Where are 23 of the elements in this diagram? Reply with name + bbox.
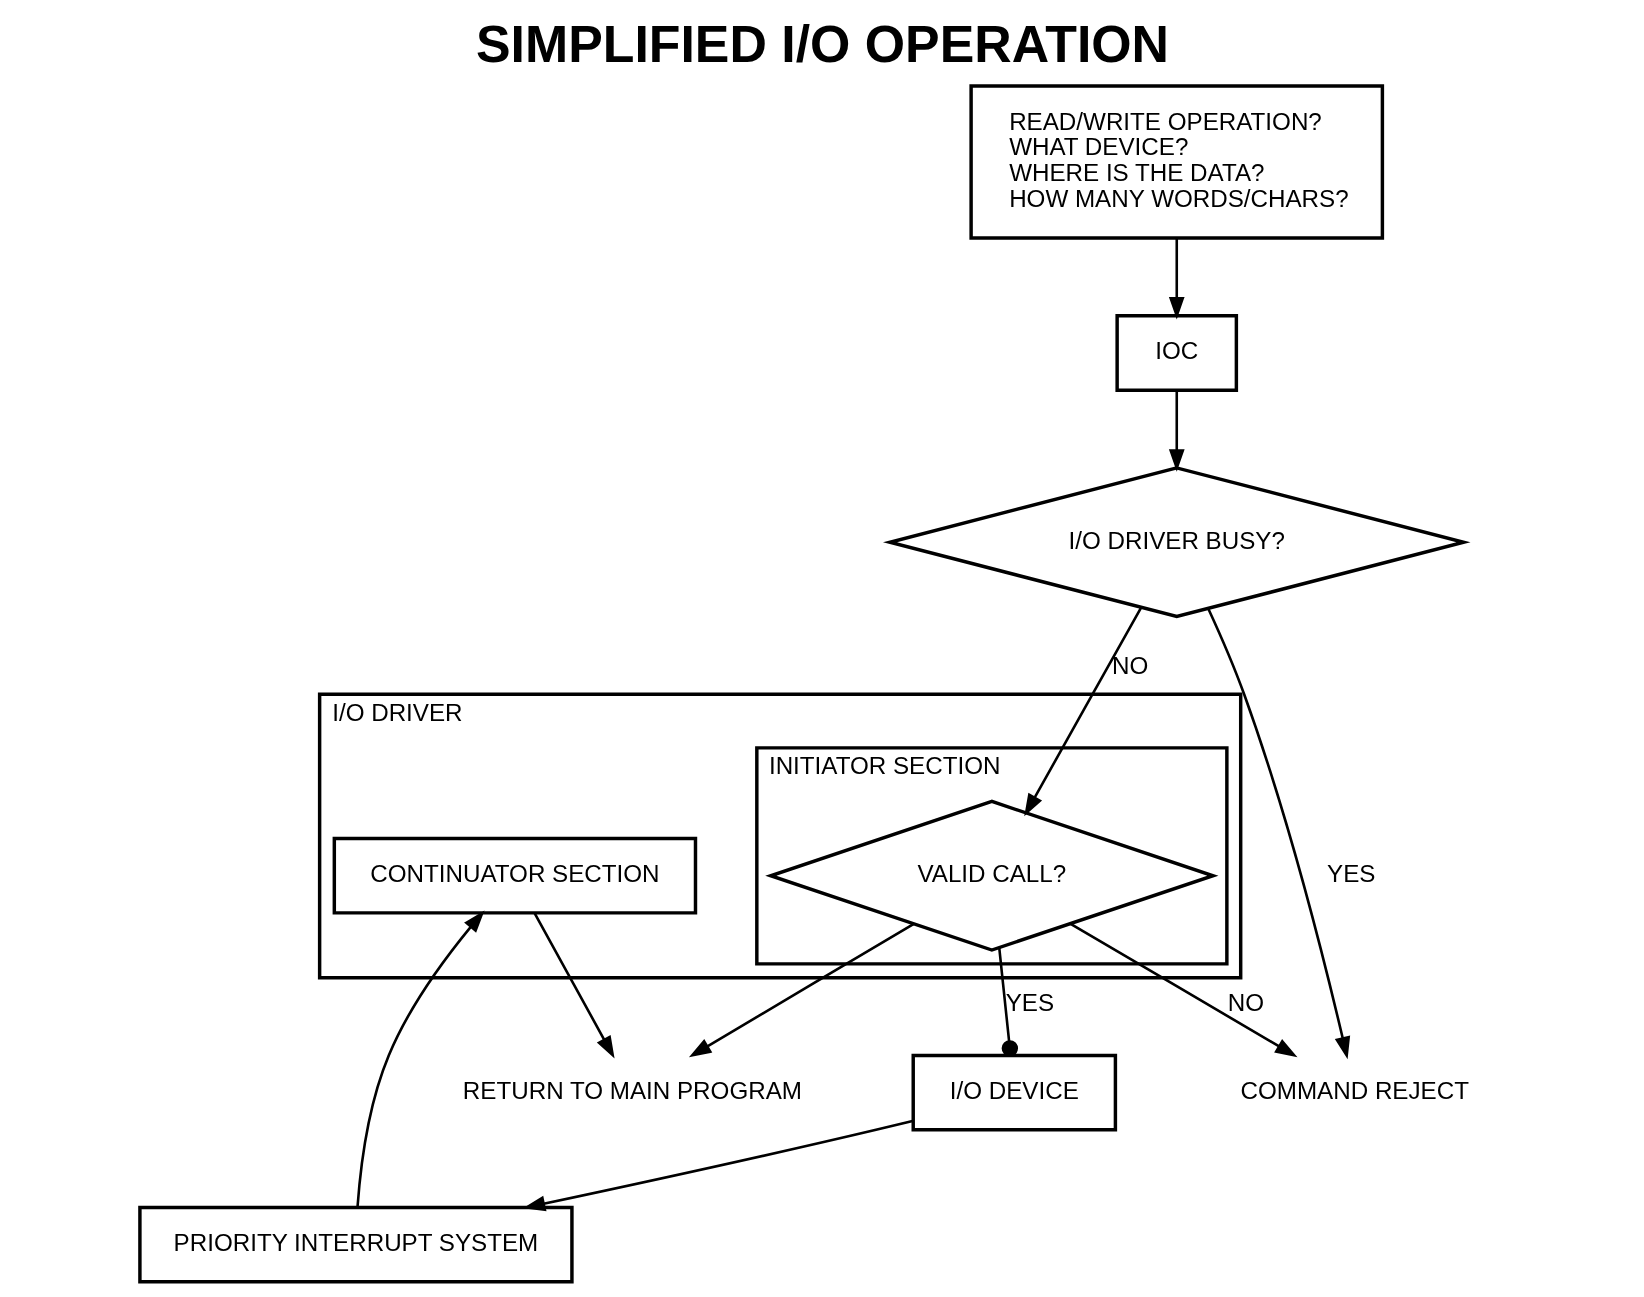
connector — [997, 947, 1018, 1057]
node-box: I/O DEVICE — [911, 1053, 1117, 1132]
arrow — [1168, 238, 1185, 320]
arrow — [1206, 608, 1350, 1060]
node-diamond: I/O DRIVER BUSY? — [882, 466, 1470, 619]
arrow — [1069, 922, 1297, 1058]
arrow — [355, 910, 485, 1208]
arrow — [532, 912, 615, 1059]
edge-label: YES — [1326, 860, 1375, 888]
node-box: IOC — [1114, 314, 1238, 392]
node-text: COMMAND REJECT — [1240, 1077, 1469, 1105]
node-box: CONTINUATOR SECTION — [332, 836, 697, 915]
arrow — [1168, 390, 1185, 472]
arrow — [1023, 606, 1142, 817]
node-box: READ/WRITE OPERATION? WHAT DEVICE? WHERE IS THE DATA? HOW MANY WORDS/CHARS? — [968, 84, 1384, 240]
edge-label: NO — [1227, 988, 1264, 1016]
edge-label: YES — [1005, 988, 1054, 1016]
edge-label: NO — [1111, 651, 1148, 679]
arrow — [688, 922, 914, 1058]
node-diamond: VALID CALL? — [764, 799, 1218, 952]
diagram-title: SIMPLIFIED I/O OPERATION — [475, 14, 1169, 73]
node-text: RETURN TO MAIN PROGRAM — [462, 1077, 802, 1105]
node-box: PRIORITY INTERRUPT SYSTEM — [137, 1205, 574, 1284]
